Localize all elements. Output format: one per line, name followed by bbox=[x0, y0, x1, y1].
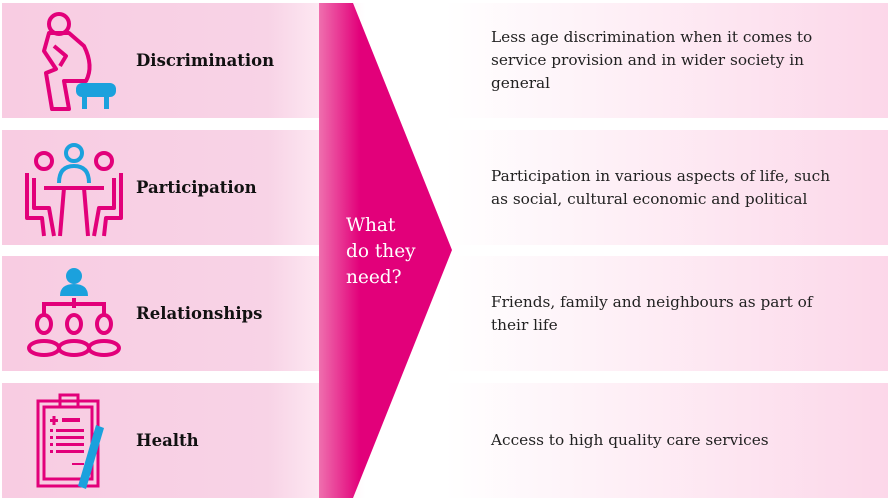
clipboard-icon bbox=[36, 393, 104, 489]
row-discrimination: Discrimination Less age discrimination w… bbox=[2, 3, 888, 118]
row-label: Participation bbox=[136, 178, 257, 197]
center-question: What do they need? bbox=[346, 215, 416, 288]
row-description: Friends, family and neighbours as part o… bbox=[491, 292, 813, 334]
row-description: Participation in various aspects of life… bbox=[491, 166, 831, 208]
row-label: Health bbox=[136, 431, 199, 450]
network-icon bbox=[27, 268, 121, 357]
row-description: Less age discrimination when it comes to… bbox=[491, 28, 813, 92]
meeting-icon bbox=[25, 143, 123, 237]
row-label: Discrimination bbox=[136, 51, 275, 70]
row-relationships: Relationships Friends, family and neighb… bbox=[2, 256, 888, 371]
row-description: Access to high quality care services bbox=[491, 431, 769, 449]
row-label: Relationships bbox=[136, 304, 263, 323]
row-health: Health Access to high quality care servi… bbox=[2, 383, 888, 498]
row-participation: Participation Participation in various a… bbox=[2, 130, 888, 245]
thinker-icon bbox=[42, 12, 116, 111]
